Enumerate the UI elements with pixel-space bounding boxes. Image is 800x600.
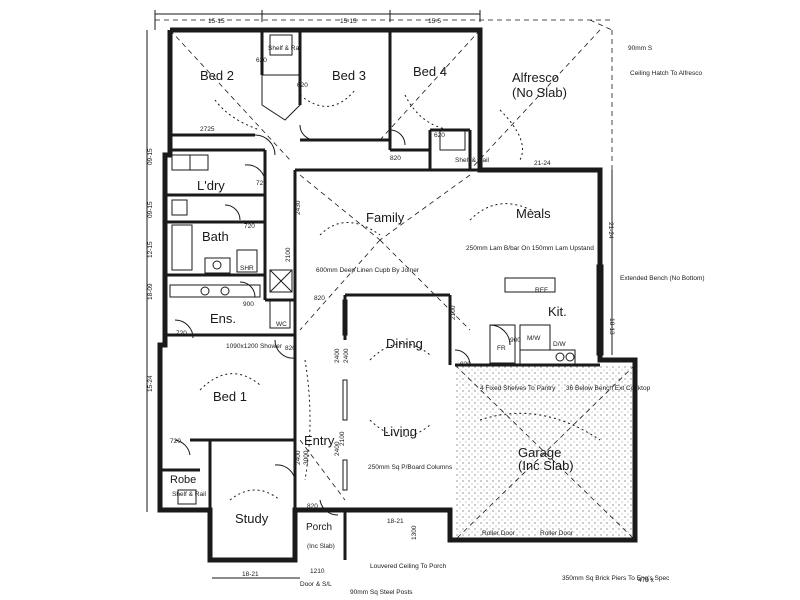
dim-left-1524: 15-24 [147, 375, 154, 392]
note-ceiling-hatch: Ceiling Hatch To Alfresco [630, 70, 703, 77]
room-bed4: Bed 4 [413, 64, 447, 79]
note-louvered: Louvered Ceiling To Porch [370, 563, 447, 570]
dim-2400d: 2400 [295, 450, 302, 465]
note-shower: 1090x1200 Shower [226, 343, 283, 350]
dim-820a: 820 [390, 155, 401, 162]
room-ensuite: Ens. [210, 311, 236, 326]
dim-2400b: 2400 [343, 348, 350, 363]
dim-right-2124b: 21-24 [607, 222, 614, 239]
note-shelf-rail-b: Shelf & Rail [455, 157, 490, 164]
room-bath: Bath [202, 229, 229, 244]
room-porch: Porch [306, 522, 332, 533]
room-porch-note: (Inc Slab) [307, 543, 335, 550]
dimension-labels: 15-15 15-15 15-5 2725 620 620 620 720 72… [147, 18, 615, 578]
note-ref: REF [535, 287, 548, 294]
dim-2400a: 2400 [334, 348, 341, 363]
annotation-notes: Shelf & Rail Shelf & Rail Shelf & Rail 6… [172, 45, 705, 596]
dim-900b: 900 [510, 337, 521, 344]
note-extended-bench: Extended Bench (No Bottom) [620, 275, 705, 282]
fixtures [169, 34, 604, 505]
dim-620a: 620 [256, 57, 267, 64]
note-lam-bar: 250mm Lam B/bar On 150mm Lam Upstand [466, 245, 594, 252]
dim-2100a: 2100 [285, 247, 292, 262]
dim-2725: 2725 [200, 126, 215, 133]
room-alfresco-note: (No Slab) [512, 85, 567, 100]
note-columns: 250mm Sq P/Board Columns [368, 464, 453, 471]
dim-2100b: 2100 [450, 305, 457, 320]
dim-2400c: 2400 [334, 441, 341, 456]
dim-820c: 820 [460, 361, 471, 368]
dim-720a: 720 [256, 180, 267, 187]
dim-1210: 1210 [310, 568, 325, 575]
dim-3000: 3000 [303, 450, 310, 465]
room-bed1: Bed 1 [213, 389, 247, 404]
note-roller-b: Roller Door [540, 530, 574, 537]
note-steel-posts: 90mm Sq Steel Posts [350, 589, 413, 596]
dim-620b: 620 [297, 82, 308, 89]
room-garage-note: (Inc Slab) [518, 458, 574, 473]
room-study: Study [235, 511, 269, 526]
room-robe: Robe [170, 474, 196, 486]
room-bed3: Bed 3 [332, 68, 366, 83]
note-90mm-top: 90mm S [628, 45, 653, 52]
dim-right-1813: 18-13 [608, 318, 615, 335]
dim-720b: 720 [244, 223, 255, 230]
note-470: 470 x [638, 577, 655, 584]
note-brick-piers: 350mm Sq Brick Piers To Eng's Spec [562, 575, 670, 582]
roof-lines [169, 19, 636, 541]
note-door-sl: Door & S/L [300, 581, 332, 588]
dim-720c: 720 [176, 330, 187, 337]
dim-left-0915a: 09-15 [147, 148, 154, 165]
note-pantry: 4 Fixed Shelves To Pantry [480, 385, 556, 392]
room-family: Family [366, 210, 405, 225]
room-laundry: L'dry [197, 178, 225, 193]
room-meals: Meals [516, 206, 551, 221]
dim-left-1215: 12-15 [147, 241, 154, 258]
room-dining: Dining [386, 336, 423, 351]
note-wc: WC [276, 321, 287, 328]
dim-820d: 820 [285, 345, 296, 352]
dim-1300: 1300 [411, 525, 418, 540]
dim-left-1809: 18-09 [147, 283, 154, 300]
dim-left-0915b: 09-15 [147, 201, 154, 218]
dim-2100c: 2100 [339, 431, 346, 446]
room-bed2: Bed 2 [200, 68, 234, 83]
dim-bot-2: 18-21 [387, 518, 404, 525]
note-roller-a: Roller Door [482, 530, 516, 537]
note-dw: D/W [553, 341, 567, 348]
note-shr: SHR [240, 265, 254, 272]
note-fr: FR [497, 345, 506, 352]
dim-right-2124a: 21-24 [534, 160, 551, 167]
note-linen: 600mm Deep Linen Cupb By Joiner [316, 267, 420, 274]
electrical-runs [199, 89, 601, 501]
dimension-lines [146, 10, 613, 579]
room-kitchen: Kit. [548, 304, 567, 319]
dim-top-1: 15-15 [208, 18, 225, 25]
dim-bot-1: 18-21 [242, 571, 259, 578]
note-shelf-rail-a: Shelf & Rail [268, 45, 303, 52]
room-living: Living [383, 424, 417, 439]
note-mw: M/W [527, 335, 541, 342]
note-shelf-rail-c: Shelf & Rail [172, 491, 207, 498]
dim-top-2: 15-15 [340, 18, 357, 25]
room-garage: Garage [518, 445, 561, 460]
dim-top-3: 15-5 [428, 18, 441, 25]
dim-2430: 2430 [295, 200, 302, 215]
note-below-bench: 36 Below Bench Ext Cooktop [566, 385, 651, 392]
dim-820b: 820 [314, 295, 325, 302]
dim-720d: 720 [170, 438, 181, 445]
room-entry: Entry [304, 433, 335, 448]
room-alfresco: Alfresco [512, 70, 559, 85]
door-swings [174, 124, 511, 516]
room-labels: Bed 2 Bed 3 Bed 4 Alfresco (No Slab) L'd… [170, 64, 574, 550]
dim-900a: 900 [243, 301, 254, 308]
dim-820e: 820 [307, 503, 318, 510]
dim-620c: 620 [434, 132, 445, 139]
